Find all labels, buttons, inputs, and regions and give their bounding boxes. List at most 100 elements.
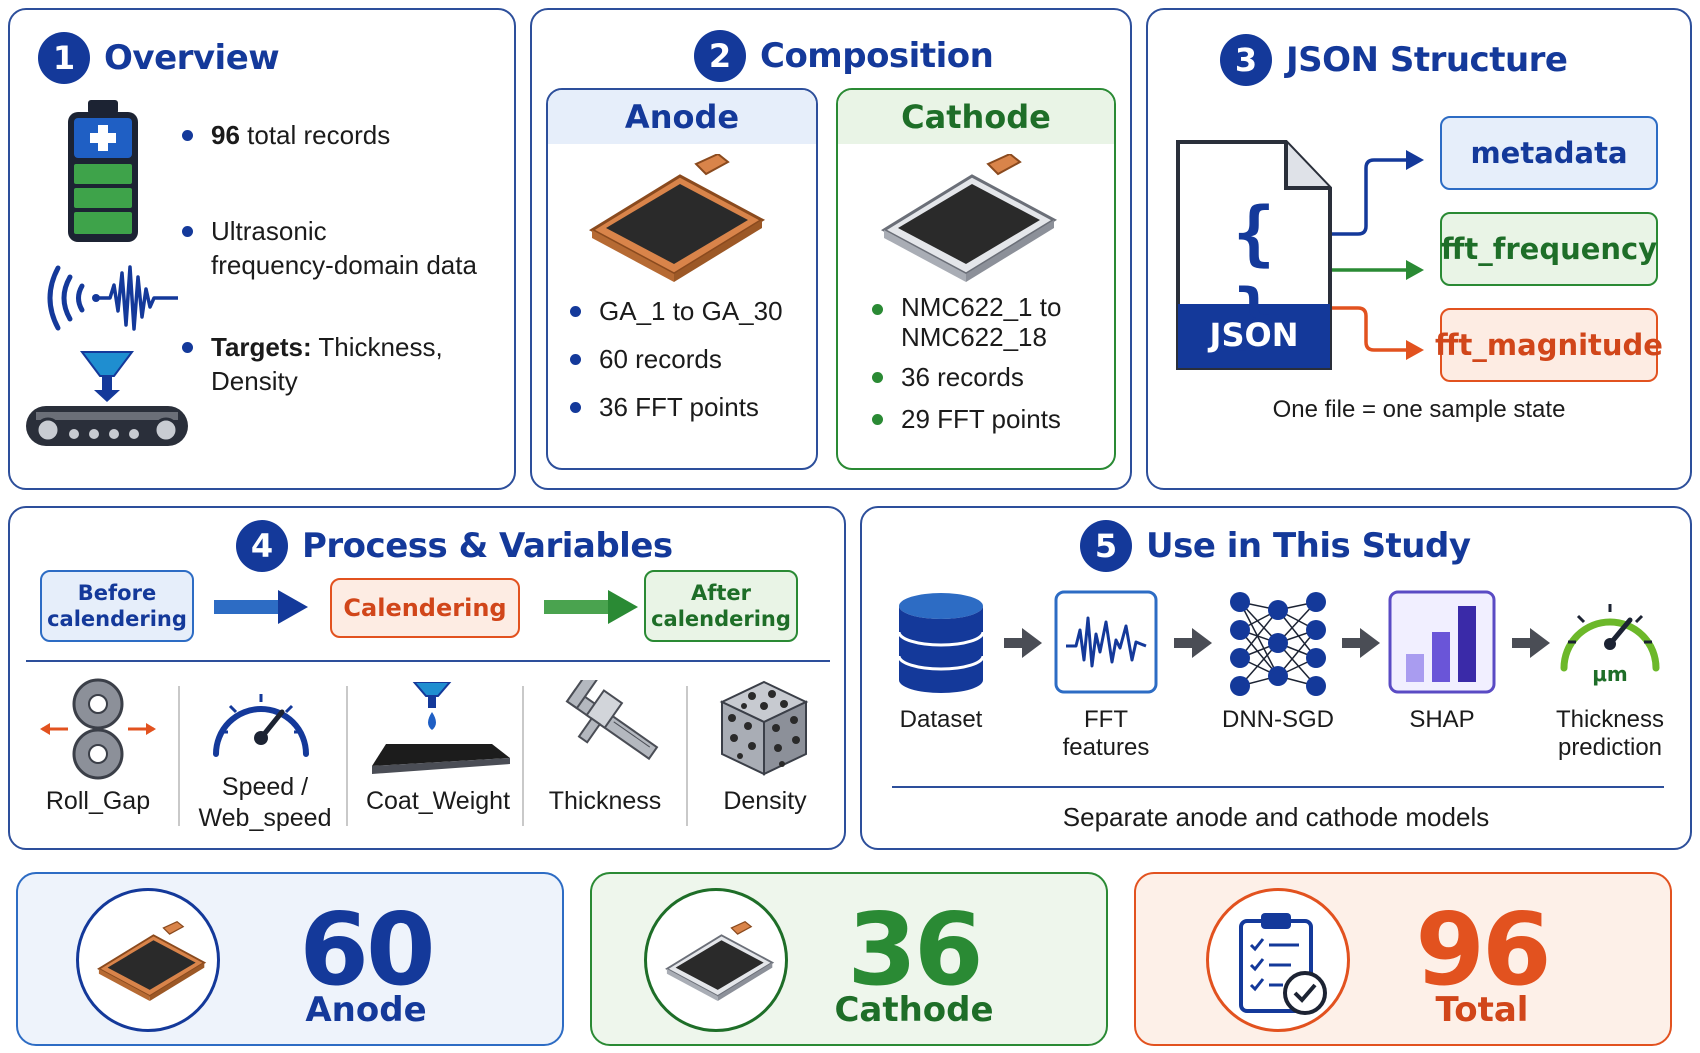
records-label: total records xyxy=(239,120,391,150)
variable-label-density: Density xyxy=(723,787,807,815)
overview-bullet-ultrasonic: Ultrasonic frequency-domain data xyxy=(182,214,477,282)
anode-electrode-icon xyxy=(97,920,207,1002)
study-divider xyxy=(892,786,1664,788)
cathode-item: 36 records xyxy=(872,360,1024,394)
process-title: Process & Variables xyxy=(302,526,673,566)
study-title: Use in This Study xyxy=(1146,526,1471,566)
arrow-right-icon xyxy=(1512,628,1550,658)
anode-item: GA_1 to GA_30 xyxy=(570,294,783,328)
grand-total-value: 96 xyxy=(1415,891,1551,1008)
step-label-dataset: Dataset xyxy=(899,706,983,733)
step-number-badge: 2 xyxy=(694,30,746,82)
json-key-fft-magnitude: fft_magnitude xyxy=(1435,308,1663,382)
arrow-right-icon xyxy=(1342,628,1380,658)
porous-cube-icon xyxy=(719,680,809,776)
targets-label: Targets: xyxy=(211,332,312,362)
neural-network-icon xyxy=(1230,592,1326,696)
step-label-dnn: DNN-SGD xyxy=(1222,706,1334,733)
speedometer-icon xyxy=(213,694,309,757)
cathode-item-text: NMC622_1 to xyxy=(901,292,1062,322)
composition-title: Composition xyxy=(760,36,994,76)
overview-bullet-records: 96 total records xyxy=(182,118,390,152)
total-card-circle xyxy=(1206,888,1350,1032)
step-number-badge: 4 xyxy=(236,520,288,572)
anode-box: Anode GA_1 to GA_30 60 records 36 FFT po… xyxy=(546,88,818,470)
cathode-total-label: Cathode xyxy=(834,990,994,1030)
after-line1: After xyxy=(690,581,752,605)
composition-panel: 2 Composition Anode GA_1 to GA_30 60 rec… xyxy=(530,8,1132,490)
variable-label-coat-weight: Coat_Weight xyxy=(365,787,511,815)
json-key-metadata: metadata xyxy=(1440,116,1658,190)
after-line2: calendering xyxy=(651,607,791,631)
variable-separator xyxy=(178,686,180,826)
json-caption: One file = one sample state xyxy=(1272,396,1566,423)
before-line2: calendering xyxy=(47,607,187,631)
variable-separator xyxy=(346,686,348,826)
cathode-card-circle xyxy=(644,888,788,1032)
arrow-right-icon xyxy=(214,590,308,624)
anode-card-circle xyxy=(76,888,220,1032)
anode-item-text: GA_1 to GA_30 xyxy=(599,296,783,326)
cathode-item-text: 29 FFT points xyxy=(901,404,1061,434)
anode-item: 60 records xyxy=(570,342,722,376)
bullet-dot xyxy=(182,342,193,353)
anode-total-value: 60 xyxy=(299,891,435,1008)
overview-title: Overview xyxy=(104,38,280,78)
json-file-label: JSON xyxy=(1209,316,1299,354)
study-panel: 5 Use in This Study Dataset FFT features xyxy=(860,506,1692,850)
roll-gap-icon xyxy=(40,678,156,780)
overview-header: 1 Overview xyxy=(38,32,280,84)
step-number-badge: 5 xyxy=(1080,520,1132,572)
json-key-fft-frequency: fft_frequency xyxy=(1440,212,1658,286)
gauge-unit: μm xyxy=(1592,662,1628,686)
study-header: 5 Use in This Study xyxy=(1080,520,1471,572)
anode-total-label: Anode xyxy=(305,990,427,1030)
composition-header: 2 Composition xyxy=(694,30,994,82)
json-structure-panel: 3 JSON Structure { } JSON metadata fft_f… xyxy=(1146,8,1692,490)
cathode-item-text: NMC622_18 xyxy=(901,322,1047,352)
anode-item-text: 36 FFT points xyxy=(599,392,759,422)
gauge-icon xyxy=(1560,604,1660,672)
step-label-shap: SHAP xyxy=(1409,706,1475,733)
grand-total-label: Total xyxy=(1435,990,1529,1030)
variable-label-thickness: Thickness xyxy=(548,787,662,815)
overview-bullet-targets: Targets: Thickness,Density xyxy=(182,330,443,398)
json-connectors xyxy=(1332,150,1424,360)
battery-icon xyxy=(68,100,138,242)
bullet-dot xyxy=(182,130,193,141)
ultrasonic-line1: Ultrasonic xyxy=(211,216,327,246)
ultrasonic-line2: frequency-domain data xyxy=(211,250,477,280)
cathode-electrode-icon xyxy=(880,154,1058,282)
variable-label-roll-gap: Roll_Gap xyxy=(45,787,151,815)
before-line1: Before xyxy=(77,581,157,605)
step-number-badge: 1 xyxy=(38,32,90,84)
step-number-badge: 3 xyxy=(1220,34,1272,86)
before-calendering-box: Before calendering xyxy=(40,570,194,642)
cathode-total-value: 36 xyxy=(847,891,983,1008)
grand-total-card: 96 Total xyxy=(1134,872,1672,1046)
variable-separator xyxy=(522,686,524,826)
cathode-item: 29 FFT points xyxy=(872,402,1061,436)
step-label-fft: FFT features xyxy=(1062,706,1150,761)
json-braces: { } xyxy=(1232,192,1276,356)
study-caption: Separate anode and cathode models xyxy=(1062,802,1490,832)
ultrasonic-wave-icon xyxy=(47,265,178,331)
json-structure-title: JSON Structure xyxy=(1286,40,1568,80)
cathode-electrode-icon xyxy=(665,920,775,1002)
arrow-right-icon xyxy=(544,590,638,624)
clipboard-check-icon xyxy=(1239,913,1327,1015)
cathode-item-text: 36 records xyxy=(901,362,1024,392)
anode-title: Anode xyxy=(548,90,816,144)
records-count: 96 xyxy=(211,120,240,150)
variable-label-speed: Speed / Web_speed xyxy=(198,773,332,832)
process-header: 4 Process & Variables xyxy=(236,520,673,572)
fft-signal-icon xyxy=(1054,590,1158,694)
anode-item-text: 60 records xyxy=(599,344,722,374)
process-panel: 4 Process & Variables Before calendering… xyxy=(8,506,846,850)
cathode-title: Cathode xyxy=(838,90,1114,144)
anode-total-card: 60 Anode xyxy=(16,872,564,1046)
anode-item: 36 FFT points xyxy=(570,390,759,424)
after-calendering-box: After calendering xyxy=(644,570,798,642)
